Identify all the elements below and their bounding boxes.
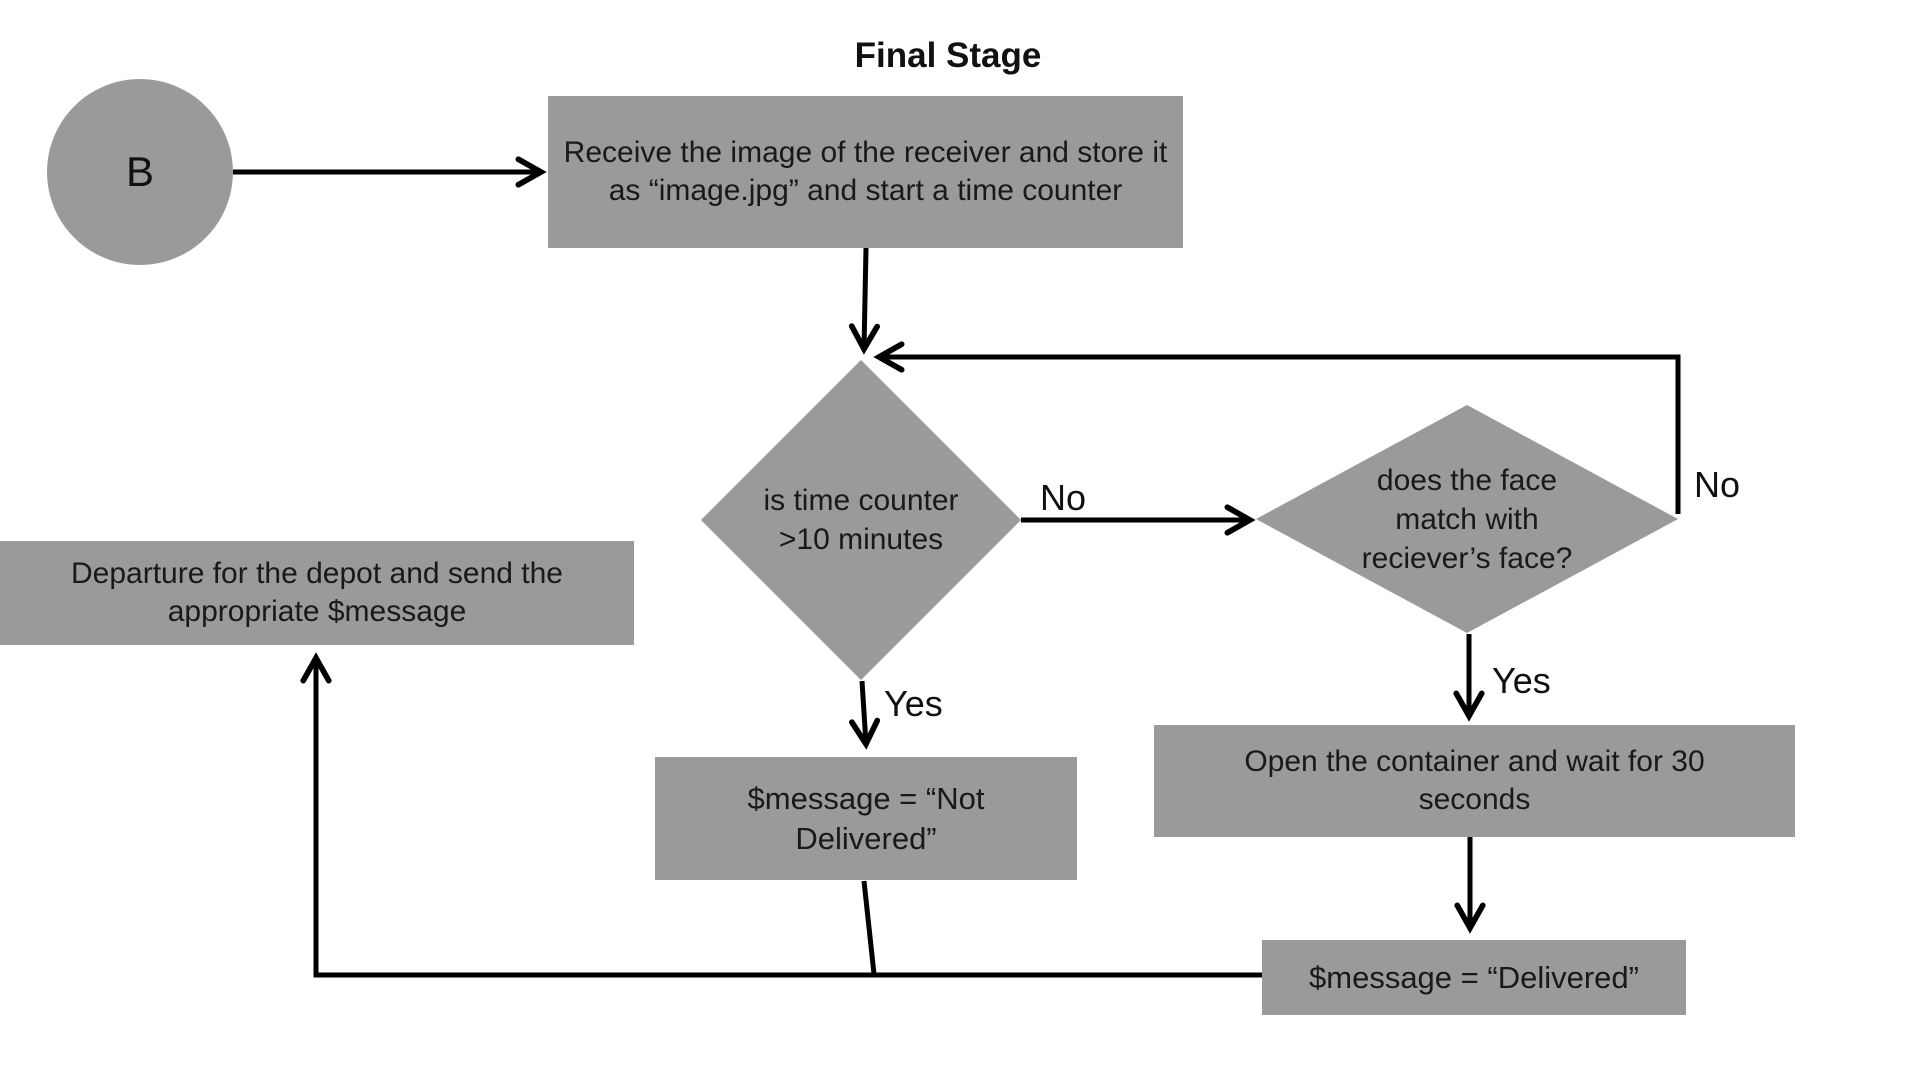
node-label: $message = “Not Delivered” xyxy=(747,780,985,856)
decision-time-counter-shape xyxy=(701,360,1021,680)
node-start-circle: B xyxy=(47,79,233,265)
node-label: does the face match with reciever’s face… xyxy=(1361,463,1573,575)
edge-receive-to-time-check xyxy=(864,247,866,349)
edge-label-face-no: No xyxy=(1694,464,1741,505)
node-label: Open the container and wait for 30 secon… xyxy=(1244,744,1705,816)
node-message-not-delivered: $message = “Not Delivered” xyxy=(655,757,1077,880)
edge-delivered-to-departure xyxy=(316,658,1262,978)
edge-label-face-yes: Yes xyxy=(1492,660,1551,701)
node-departure-depot: Departure for the depot and send the app… xyxy=(0,541,634,645)
edge-label-time-yes: Yes xyxy=(884,683,943,724)
edge-not-delivered-to-junction xyxy=(861,880,877,975)
node-open-container: Open the container and wait for 30 secon… xyxy=(1154,725,1795,837)
decision-face-match-label: does the face match with reciever’s face… xyxy=(1341,429,1593,609)
node-label: Receive the image of the receiver and st… xyxy=(563,135,1168,207)
node-message-delivered: $message = “Delivered” xyxy=(1262,940,1686,1015)
node-label: B xyxy=(125,148,154,196)
node-label: is time counter >10 minutes xyxy=(763,484,959,556)
edge-label-time-no: No xyxy=(1040,477,1087,518)
node-label: $message = “Delivered” xyxy=(1309,959,1639,995)
diagram-title: Final Stage xyxy=(854,36,1042,75)
node-label: Departure for the depot and send the app… xyxy=(70,556,563,628)
node-receive-image: Receive the image of the receiver and st… xyxy=(548,96,1183,248)
decision-time-counter-label: is time counter >10 minutes xyxy=(741,430,981,610)
edge-face-no-feedback-loop xyxy=(879,357,1681,514)
edge-time-yes-to-not-delivered xyxy=(862,680,866,744)
decision-face-match-shape xyxy=(1256,405,1678,633)
